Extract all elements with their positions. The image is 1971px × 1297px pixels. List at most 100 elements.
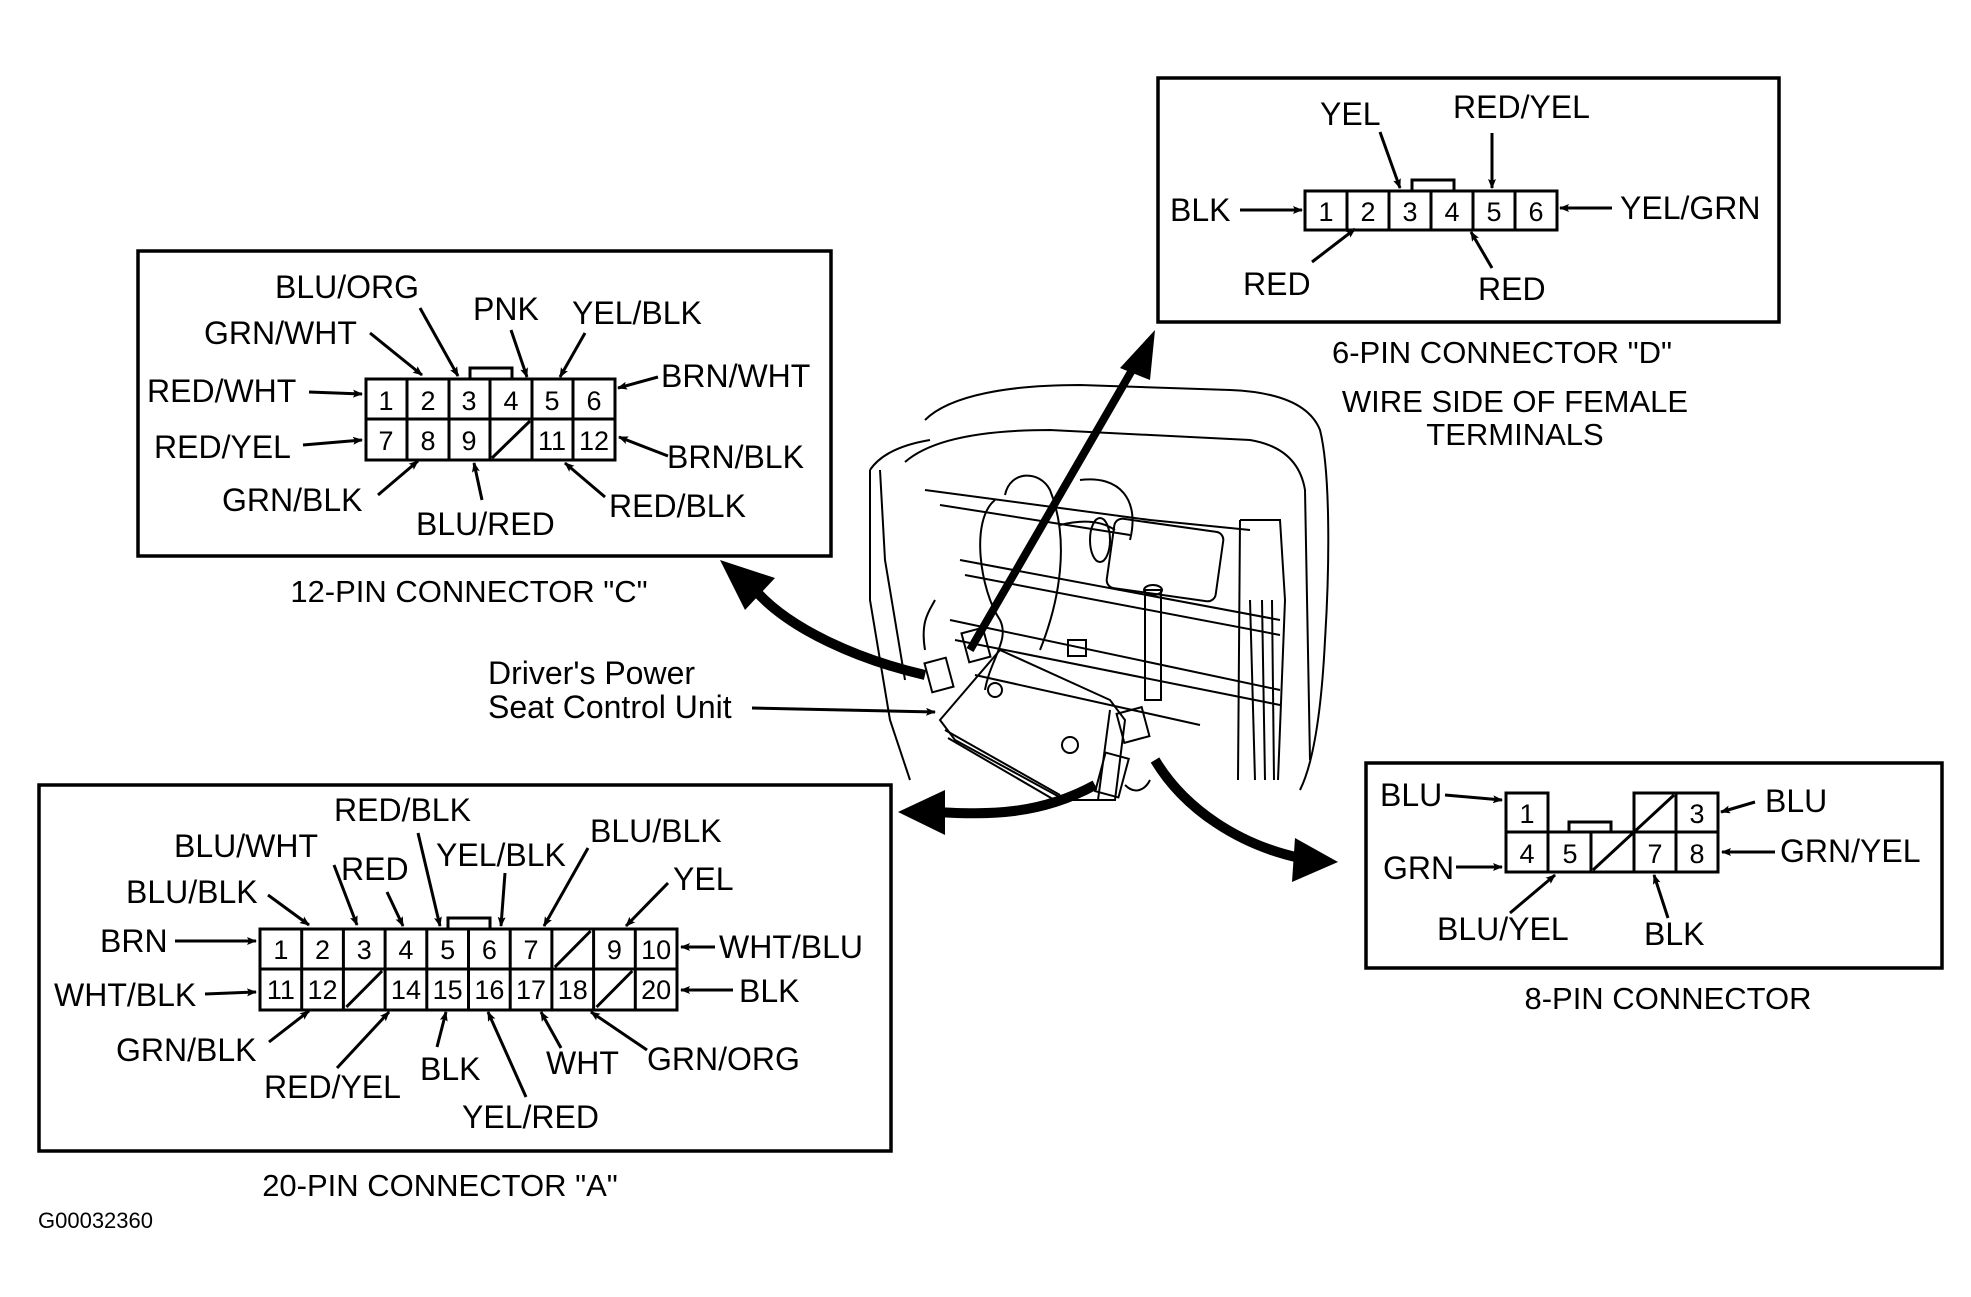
connector-8-body: 1 3 4 5 7 8 bbox=[1504, 791, 1720, 874]
wire-label: RED/BLK bbox=[334, 792, 471, 828]
pin-label: 4 bbox=[1444, 197, 1459, 227]
connector-8-panel: 1 3 4 5 7 8 BLU BLU GRN BLU/YEL BLK GRN/… bbox=[1364, 761, 1944, 1016]
blank-cavity bbox=[595, 969, 634, 1009]
callout-arrows bbox=[720, 330, 1338, 882]
connector-a-frame bbox=[37, 783, 893, 1153]
pin-label: 6 bbox=[482, 935, 497, 965]
pin-label: 3 bbox=[1689, 799, 1704, 829]
pin-label: 2 bbox=[420, 386, 435, 416]
wire-label: YEL bbox=[673, 861, 733, 897]
pin-label: 9 bbox=[461, 426, 476, 456]
pin-label: 12 bbox=[579, 426, 609, 456]
connector-c-body: 1 2 3 4 5 6 7 8 9 11 12 bbox=[364, 366, 617, 462]
pin-label: 1 bbox=[273, 935, 288, 965]
pin-label: 2 bbox=[1360, 197, 1375, 227]
wire-label: BLK bbox=[420, 1051, 480, 1087]
wire-label: BLU bbox=[1380, 777, 1442, 813]
wire-label: RED/WHT bbox=[147, 373, 296, 409]
wire-label: RED/BLK bbox=[609, 488, 746, 524]
connector-d-caption: 6-PIN CONNECTOR "D" bbox=[1332, 335, 1672, 370]
pin-label: 2 bbox=[315, 935, 330, 965]
pin-label: 8 bbox=[1689, 839, 1704, 869]
wire-label: BRN/BLK bbox=[667, 439, 804, 475]
connector-c-panel: 1 2 3 4 5 6 7 8 9 11 12 RED/WHT GRN/WHT … bbox=[136, 249, 833, 609]
pin-label: 9 bbox=[607, 935, 622, 965]
pin-label: 5 bbox=[440, 935, 455, 965]
wire-label: YEL/RED bbox=[462, 1099, 599, 1135]
wire-label: GRN/YEL bbox=[1780, 833, 1920, 869]
wire-label: WHT/BLK bbox=[54, 977, 196, 1013]
wire-label: YEL bbox=[1320, 96, 1380, 132]
wire-label: BLU/WHT bbox=[174, 828, 318, 864]
pin-label: 10 bbox=[641, 935, 671, 965]
wire-label: BLK bbox=[739, 973, 799, 1009]
wire-label: WHT bbox=[546, 1045, 619, 1081]
pin-label: 7 bbox=[1647, 839, 1662, 869]
pin-label: 1 bbox=[1318, 197, 1333, 227]
wire-label: BLU/ORG bbox=[275, 269, 419, 305]
connector-c-caption: 12-PIN CONNECTOR "C" bbox=[290, 574, 647, 609]
pin-label: 1 bbox=[1519, 799, 1534, 829]
pin-label: 5 bbox=[544, 386, 559, 416]
connector-c-frame bbox=[136, 249, 833, 558]
pin-label: 5 bbox=[1562, 839, 1577, 869]
wire-label: RED/YEL bbox=[264, 1069, 401, 1105]
blank-cavity bbox=[345, 969, 384, 1009]
pin-label: 20 bbox=[641, 975, 671, 1005]
control-unit-label-line1: Driver's Power bbox=[488, 655, 695, 691]
pin-label: 4 bbox=[398, 935, 413, 965]
pin-label: 15 bbox=[433, 975, 463, 1005]
wire-label: BRN/WHT bbox=[661, 358, 810, 394]
wire-label: BLK bbox=[1644, 916, 1704, 952]
wire-label: YEL/BLK bbox=[436, 837, 566, 873]
wire-label: YEL/BLK bbox=[572, 295, 702, 331]
figure-id: G00032360 bbox=[38, 1208, 153, 1233]
connector-d-note-line2: TERMINALS bbox=[1426, 417, 1603, 452]
pin-label: 4 bbox=[1519, 839, 1534, 869]
wire-label: YEL/GRN bbox=[1620, 190, 1760, 226]
wire-label: GRN/ORG bbox=[647, 1041, 800, 1077]
wire-label: BRN bbox=[100, 923, 168, 959]
pin-label: 8 bbox=[420, 426, 435, 456]
blank-cavity bbox=[553, 929, 592, 969]
wire-label: WHT/BLU bbox=[719, 929, 863, 965]
pin-label: 7 bbox=[524, 935, 539, 965]
pin-label: 1 bbox=[378, 386, 393, 416]
pin-label: 12 bbox=[308, 975, 338, 1005]
wire-label: PNK bbox=[473, 291, 539, 327]
pin-label: 3 bbox=[461, 386, 476, 416]
wire-label: BLU/YEL bbox=[1437, 911, 1569, 947]
pin-label: 18 bbox=[558, 975, 588, 1005]
wire-label: GRN bbox=[1383, 850, 1454, 886]
pin-label: 5 bbox=[1486, 197, 1501, 227]
wire-label: BLU bbox=[1765, 783, 1827, 819]
seat-illustration bbox=[869, 383, 1330, 803]
connector-d-panel: 1 2 3 4 5 6 BLK RED YEL RED RED/YEL YEL/… bbox=[1156, 76, 1781, 452]
wire-label: RED/YEL bbox=[154, 429, 291, 465]
connector-d-body: 1 2 3 4 5 6 bbox=[1303, 178, 1559, 232]
wire-label: BLK bbox=[1170, 192, 1230, 228]
wire-label: GRN/BLK bbox=[116, 1032, 256, 1068]
wire-label: GRN/WHT bbox=[204, 315, 357, 351]
control-unit-label-line2: Seat Control Unit bbox=[488, 689, 732, 725]
pin-label: 17 bbox=[516, 975, 546, 1005]
wire-label: RED bbox=[1243, 266, 1311, 302]
connector-d-frame bbox=[1156, 76, 1781, 324]
pin-label: 11 bbox=[267, 975, 295, 1005]
wire-label: GRN/BLK bbox=[222, 482, 362, 518]
wire-label: RED/YEL bbox=[1453, 89, 1590, 125]
pin-label: 6 bbox=[586, 386, 601, 416]
pin-label: 4 bbox=[503, 386, 518, 416]
connector-d-note-line1: WIRE SIDE OF FEMALE bbox=[1342, 384, 1688, 419]
wire-label: RED bbox=[341, 851, 409, 887]
wire-label: RED bbox=[1478, 271, 1546, 307]
pin-label: 3 bbox=[357, 935, 372, 965]
connector-8-frame bbox=[1364, 761, 1944, 970]
connector-a-caption: 20-PIN CONNECTOR "A" bbox=[262, 1168, 618, 1203]
wire-label: BLU/BLK bbox=[126, 874, 258, 910]
pin-label: 7 bbox=[378, 426, 393, 456]
wire-label: BLU/BLK bbox=[590, 813, 722, 849]
